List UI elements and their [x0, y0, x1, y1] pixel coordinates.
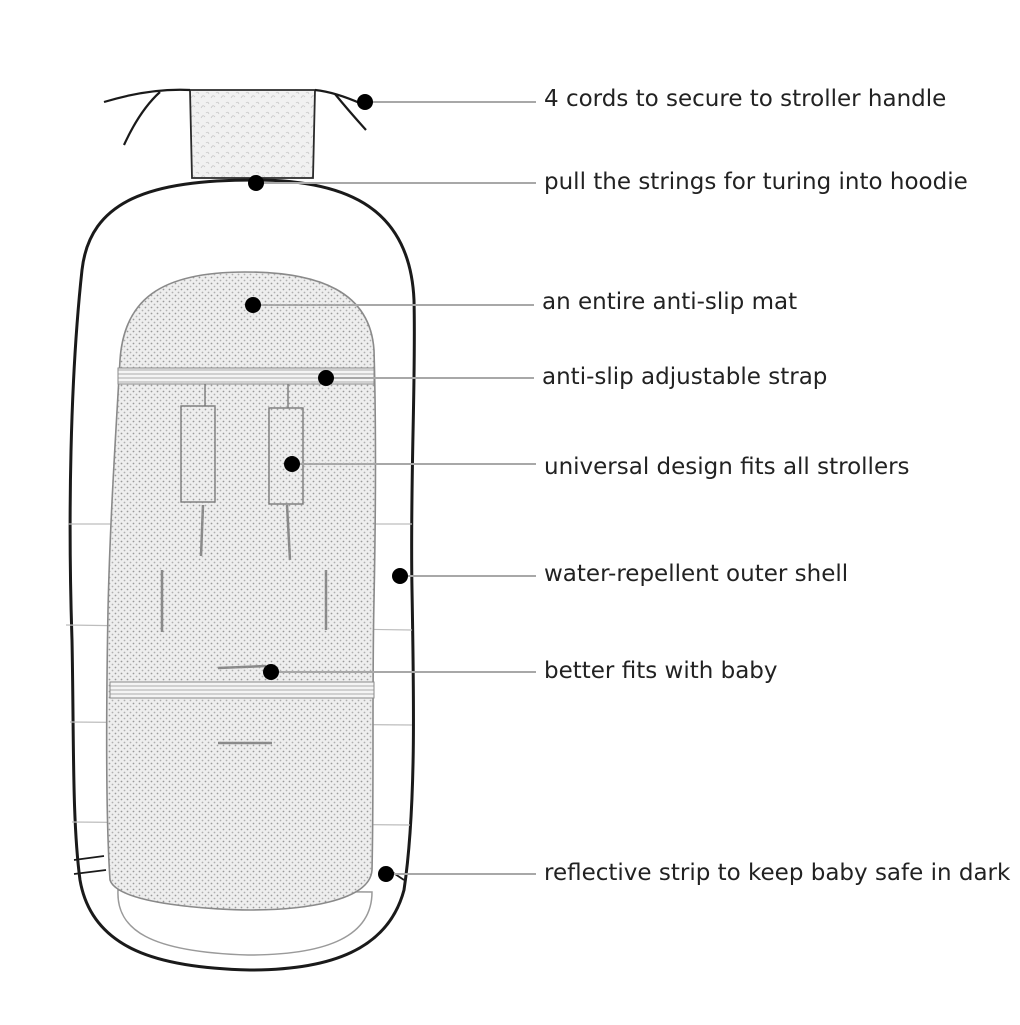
anti-slip-mat [105, 271, 377, 911]
callout-dot-reflective [378, 866, 394, 882]
harness-pad-left [180, 405, 216, 503]
callout-label-universal-design: universal design fits all strollers [544, 454, 910, 480]
callout-label-outer-shell: water-repellent outer shell [544, 561, 849, 587]
adjustable-strap-bottom [109, 681, 375, 699]
callout-label-better-fit: better fits with baby [544, 658, 778, 684]
callout-dot-universal [284, 456, 300, 472]
callout-dot-strap [318, 370, 334, 386]
callout-dot-shell [392, 568, 408, 584]
callout-dot-fits [263, 664, 279, 680]
callout-label-adjustable-strap: anti-slip adjustable strap [542, 364, 828, 390]
cord-right-tail [334, 93, 367, 131]
reflective-strip [73, 855, 107, 875]
cord-left-tail [122, 91, 161, 146]
callout-dot-mat [245, 297, 261, 313]
adjustable-strap-top [117, 367, 375, 385]
callout-label-cords: 4 cords to secure to stroller handle [544, 86, 947, 112]
callout-label-anti-slip-mat: an entire anti-slip mat [542, 289, 798, 315]
cord-left [103, 88, 191, 104]
harness-pad-right [268, 407, 304, 505]
callout-label-reflective-strip: reflective strip to keep baby safe in da… [544, 860, 1011, 886]
callout-dot-hoodie [248, 175, 264, 191]
callout-label-hoodie: pull the strings for turing into hoodie [544, 169, 968, 195]
handle-strap [189, 89, 316, 179]
callout-dot-cords [357, 94, 373, 110]
